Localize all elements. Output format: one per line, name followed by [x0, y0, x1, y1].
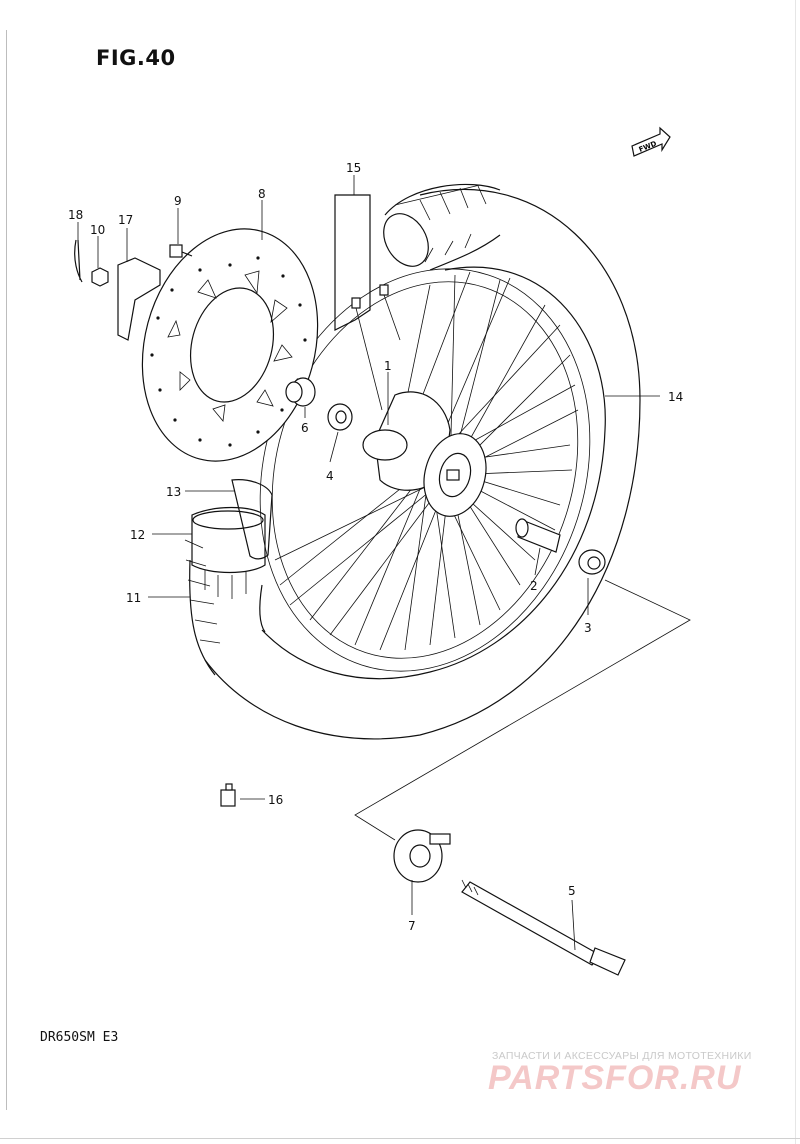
callout-12: 12 — [130, 528, 145, 542]
bottom-border-line — [0, 1138, 800, 1139]
callout-14: 14 — [668, 390, 683, 404]
callout-5: 5 — [568, 884, 576, 898]
callout-3: 3 — [584, 621, 592, 635]
callout-4: 4 — [326, 469, 334, 483]
fwd-arrow-icon: FWD — [631, 126, 671, 157]
callout-labels: 1 2 3 4 5 6 7 8 9 10 11 12 13 14 15 16 1… — [68, 161, 683, 933]
callout-16: 16 — [268, 793, 283, 807]
tire-outline — [184, 183, 641, 740]
callout-18: 18 — [68, 208, 83, 222]
callout-6: 6 — [301, 421, 309, 435]
brake-disc — [141, 228, 319, 462]
speedometer-gearbox — [393, 829, 451, 883]
watermark-caption: ЗАПЧАСТИ И АКСЕССУАРЫ ДЛЯ МОТОТЕХНИКИ — [492, 1050, 752, 1062]
bolt — [169, 244, 193, 258]
bracket — [117, 257, 161, 341]
callout-11: 11 — [126, 591, 141, 605]
collar-left — [285, 377, 316, 407]
axle — [461, 879, 626, 976]
callout-2: 2 — [530, 579, 538, 593]
callout-9: 9 — [174, 194, 182, 208]
model-code: DR650SM E3 — [40, 1030, 119, 1045]
bearing-left — [327, 403, 353, 431]
leader-lines — [77, 175, 660, 951]
bearing-right — [578, 549, 606, 575]
guide-lines — [354, 579, 691, 841]
callout-8: 8 — [258, 187, 266, 201]
callout-17: 17 — [118, 213, 133, 227]
valve-cap — [220, 783, 236, 807]
callout-15: 15 — [346, 161, 361, 175]
callout-7: 7 — [408, 919, 416, 933]
spoke-nipple — [334, 194, 401, 411]
nut — [91, 267, 109, 287]
hub — [362, 391, 487, 517]
figure-title: FIG.40 — [96, 46, 176, 70]
callout-10: 10 — [90, 223, 105, 237]
cotter-pin — [74, 239, 83, 283]
watermark-logo: PARTSFOR.RU — [488, 1059, 742, 1097]
right-border-line — [795, 0, 796, 1144]
callout-13: 13 — [166, 485, 181, 499]
left-border-line — [6, 30, 7, 1110]
callout-1: 1 — [384, 359, 392, 373]
spacer-right — [515, 518, 561, 553]
